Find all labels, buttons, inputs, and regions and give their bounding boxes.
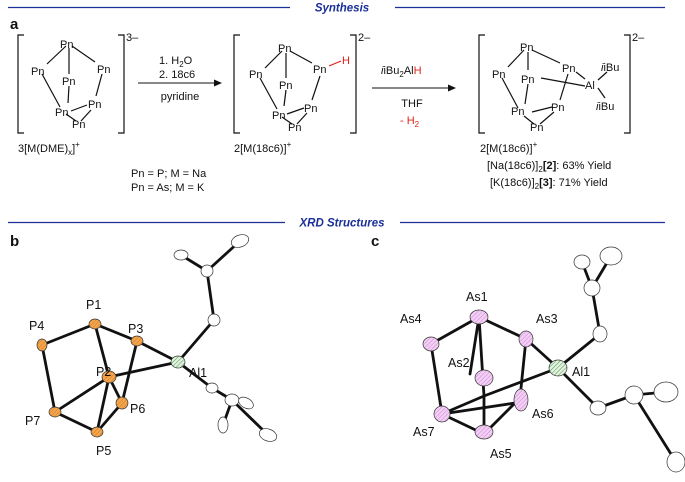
charge-start: 3– [126,32,139,44]
atom-label-al1: Al1 [189,366,207,380]
charge-end: 2– [632,32,645,44]
cation-end: 2[M(18c6)]+ [480,140,538,155]
condition-arsenic: Pn = As; M = K [131,182,205,194]
ibu-group-lower: iiBu [596,101,614,113]
xrd-structure-arsenic: As1 As2 As3 As4 As5 As6 As7 Al1 [400,246,685,473]
al-atom: Al [585,80,595,92]
ibu-group-upper: iiBu [601,62,619,74]
condition-phosphorus: Pn = P; M = Na [131,168,207,180]
atom-label-al1: Al1 [572,365,590,379]
synthesis-header: Synthesis [8,3,665,15]
atom-label-p3: P3 [128,322,143,336]
pn-atom: Pn [313,64,326,76]
xrd-header: XRD Structures [8,218,665,230]
pn-atom: Pn [278,43,291,55]
carbon-atoms [173,234,278,442]
reaction-arrow-1: 1. H2O 2. 18c6 pyridine [138,55,222,103]
pn-atom: Pn [31,66,44,78]
atom-label-as1: As1 [466,290,488,304]
atom-label-as2: As2 [448,356,470,370]
pn-atom: Pn [62,76,75,88]
pn-atom: Pn [60,39,73,51]
hydride-atom: H [342,55,350,67]
step2-solvent: THF [401,98,423,110]
yield-potassium: [K(18c6)]2[3]: 71% Yield [490,177,608,191]
step1-reagent-a: 1. H2O [159,55,193,69]
arsenic-atoms [422,309,534,440]
aluminium-atom [170,355,186,369]
phosphorus-atoms [36,318,144,438]
pn-atom: Pn [511,106,524,118]
pn-atom: Pn [72,119,85,131]
pn-atom: Pn [272,110,285,122]
step2-byproduct: - H2 [400,115,420,129]
atom-label-p4: P4 [29,319,44,333]
yield-sodium: [Na(18c6)]2[2]: 63% Yield [487,160,611,174]
cation-start: 3[M(DME)x]+ [18,140,80,157]
step1-reagent-b: 2. 18c6 [159,69,195,81]
atom-label-as3: As3 [536,312,558,326]
atom-label-p2: P2 [96,365,111,379]
pn-atom: Pn [288,122,301,134]
xrd-structure-phosphorus: P1 P2 P3 P4 P5 P6 P7 Al1 [25,234,278,458]
compound-pn7-aluminium-dianion: Pn Pn Pn Pn Pn Pn Pn Al iiBu iiBu 2– 2[M… [478,32,645,155]
pn-atom: Pn [249,69,262,81]
charge-mid: 2– [358,32,371,44]
atom-label-as4: As4 [400,312,422,326]
pn-atom: Pn [551,102,564,114]
step1-solvent: pyridine [161,91,200,103]
panel-b-label: b [10,233,19,250]
atom-label-p6: P6 [130,402,145,416]
atom-label-as6: As6 [532,407,554,421]
pn-atom: Pn [562,63,575,75]
atom-label-p1: P1 [86,298,101,312]
pn-atom: Pn [97,64,110,76]
pn-atom: Pn [520,42,533,54]
pn-atom: Pn [304,103,317,115]
pn-atom: Pn [492,69,505,81]
compound-pn7-trianion: Pn Pn Pn Pn Pn Pn Pn 3– 3[M(DME)x]+ [17,32,139,157]
atom-label-as5: As5 [490,447,512,461]
synthesis-title: Synthesis [315,3,369,15]
step2-reagent: iiBu2AlH [381,65,422,79]
pn-atom: Pn [55,107,68,119]
carbon-atoms [573,246,685,473]
reaction-arrow-2: iiBu2AlH THF - H2 [372,65,456,129]
panel-a-label: a [10,16,19,33]
cation-mid: 2[M(18c6)]+ [234,140,292,155]
compound-hpn7-dianion: Pn Pn Pn Pn Pn Pn Pn H 2– 2[M(18c6)]+ [233,32,371,155]
atom-label-as7: As7 [413,425,435,439]
xrd-title: XRD Structures [299,218,385,230]
atom-label-p7: P7 [25,414,40,428]
pn-atom: Pn [88,99,101,111]
panel-c-label: c [371,233,379,250]
atom-label-p5: P5 [96,444,111,458]
aluminium-atom [548,359,568,377]
pn-atom: Pn [530,122,543,134]
pn-atom: Pn [279,80,292,92]
pn-atom: Pn [521,74,534,86]
